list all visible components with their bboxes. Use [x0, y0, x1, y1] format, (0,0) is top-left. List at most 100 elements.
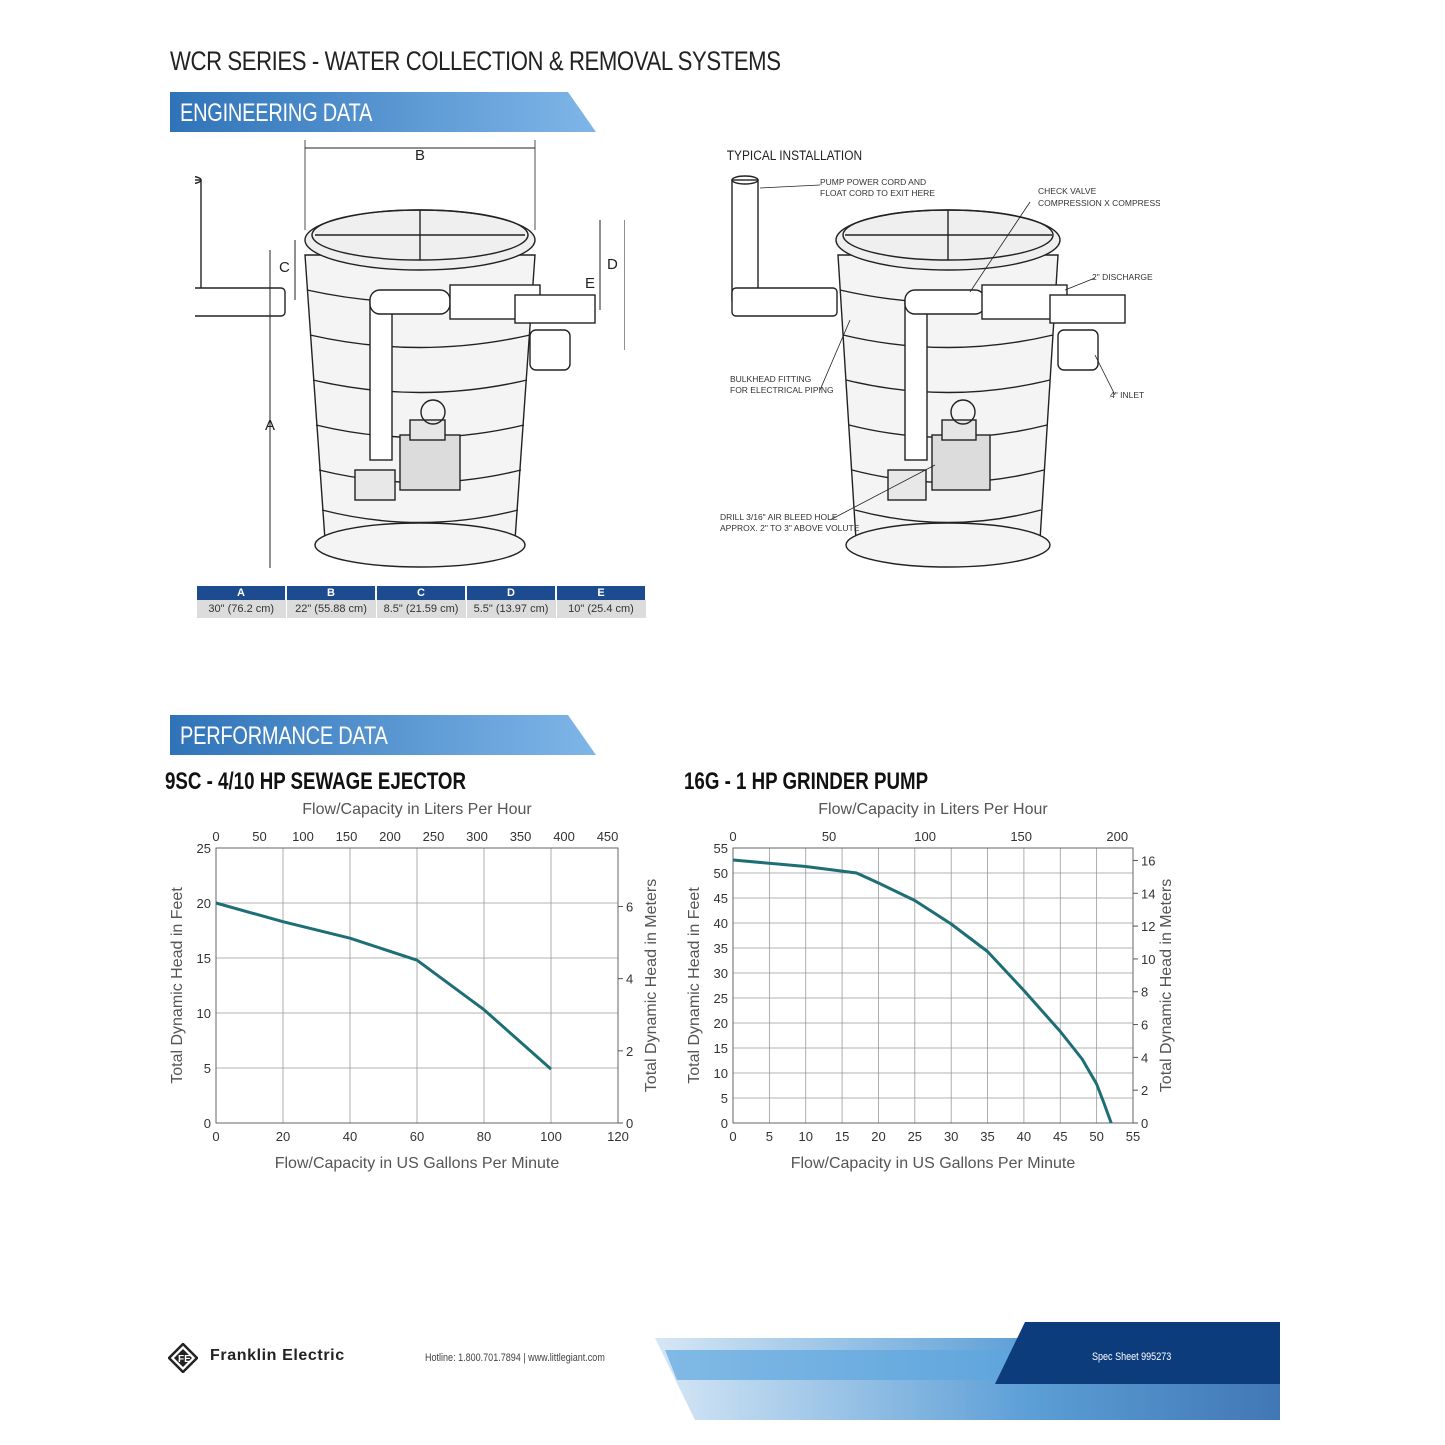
y2-tick-label: 8	[1141, 985, 1148, 1000]
plot-frame	[215, 847, 619, 1124]
dimension-value-e: 10" (25.4 cm)	[556, 600, 647, 618]
y2-tick-label: 6	[1141, 1018, 1148, 1033]
y-tick-label: 35	[714, 941, 728, 956]
callout-bulkhead-2: FOR ELECTRICAL PIPING	[730, 385, 834, 395]
x-tick-label: 100	[540, 1129, 562, 1144]
typical-installation-title: TYPICAL INSTALLATION	[727, 147, 862, 163]
dimension-value-b: 22" (55.88 cm)	[286, 600, 377, 618]
x-axis-title: Flow/Capacity in US Gallons Per Minute	[791, 1155, 1076, 1172]
x-tick-label: 0	[729, 1129, 736, 1144]
page-title: WCR SERIES - WATER COLLECTION & REMOVAL …	[170, 46, 781, 76]
hotline-text: Hotline: 1.800.701.7894 | www.littlegian…	[425, 1352, 605, 1364]
dimension-value-a: 30" (76.2 cm)	[197, 600, 287, 618]
dimension-header-e: E	[556, 586, 647, 600]
callout-bulkhead-1: BULKHEAD FITTING	[730, 374, 811, 384]
y-tick-label: 50	[714, 866, 728, 881]
x2-tick-label: 200	[1106, 829, 1128, 844]
y2-axis-title: Total Dynamic Head in Meters	[643, 879, 660, 1092]
y2-tick-label: 10	[1141, 952, 1155, 967]
dim-label-c: C	[279, 259, 290, 276]
x2-tick-label: 300	[466, 829, 488, 844]
y-tick-label: 20	[714, 1016, 728, 1031]
x2-tick-label: 250	[423, 829, 445, 844]
x-tick-label: 20	[871, 1129, 885, 1144]
y2-tick-label: 4	[626, 972, 633, 987]
x-tick-label: 5	[766, 1129, 773, 1144]
dimension-value-c: 8.5" (21.59 cm)	[376, 600, 467, 618]
x2-tick-label: 350	[510, 829, 532, 844]
engineering-data-heading: ENGINEERING DATA	[180, 99, 373, 127]
x-tick-label: 55	[1126, 1129, 1140, 1144]
x-tick-label: 120	[607, 1129, 629, 1144]
y-tick-label: 30	[714, 966, 728, 981]
y-tick-label: 45	[714, 891, 728, 906]
x-tick-label: 30	[944, 1129, 958, 1144]
y-tick-label: 40	[714, 916, 728, 931]
y-tick-label: 5	[721, 1091, 728, 1106]
callout-check-valve-2: COMPRESSION X COMPRESSION	[1038, 198, 1160, 208]
performance-curve	[732, 858, 1113, 1124]
y-tick-label: 15	[197, 951, 211, 966]
y2-tick-label: 16	[1141, 853, 1155, 868]
y-tick-label: 0	[204, 1116, 211, 1131]
dimension-table-value-row: 30" (76.2 cm) 22" (55.88 cm) 8.5" (21.59…	[197, 600, 647, 618]
x2-tick-label: 0	[212, 829, 219, 844]
basin-dimension-diagram: B A C D E	[195, 140, 625, 568]
callout-drill-2: APPROX. 2" TO 3" ABOVE VOLUTE	[720, 523, 860, 533]
y2-tick-label: 6	[626, 899, 633, 914]
x-tick-label: 40	[1017, 1129, 1031, 1144]
dimension-table-header-row: A B C D E	[197, 586, 647, 600]
y2-tick-label: 0	[626, 1116, 633, 1131]
x2-tick-label: 450	[597, 829, 619, 844]
dimension-header-c: C	[376, 586, 467, 600]
y2-axis-title: Total Dynamic Head in Meters	[1158, 879, 1175, 1092]
callout-power-cord-2: FLOAT CORD TO EXIT HERE	[820, 188, 935, 198]
y2-tick-label: 14	[1141, 886, 1155, 901]
plot-frame	[732, 847, 1134, 1124]
performance-data-heading: PERFORMANCE DATA	[180, 722, 388, 750]
x-axis-title: Flow/Capacity in US Gallons Per Minute	[275, 1155, 560, 1172]
dim-label-d: D	[607, 256, 618, 273]
x2-tick-label: 0	[729, 829, 736, 844]
x2-tick-label: 100	[292, 829, 314, 844]
y-axis-title: Total Dynamic Head in Feet	[686, 887, 703, 1084]
y2-tick-label: 4	[1141, 1050, 1148, 1065]
x2-tick-label: 50	[822, 829, 836, 844]
dimension-header-d: D	[466, 586, 557, 600]
x-tick-label: 20	[276, 1129, 290, 1144]
banner-shape	[170, 92, 596, 132]
y-tick-label: 10	[197, 1006, 211, 1021]
franklin-electric-logo-icon: FE	[168, 1343, 198, 1373]
x-tick-label: 60	[410, 1129, 424, 1144]
chart-title-grinder-pump: 16G - 1 HP GRINDER PUMP	[684, 768, 929, 795]
x-tick-label: 80	[477, 1129, 491, 1144]
spec-sheet-number: Spec Sheet 995273	[1092, 1351, 1172, 1363]
callout-inlet: 4" INLET	[1110, 390, 1144, 400]
x-tick-label: 10	[798, 1129, 812, 1144]
banner-shape	[170, 715, 596, 755]
x2-tick-label: 100	[914, 829, 936, 844]
dim-label-b: B	[415, 147, 425, 164]
x2-tick-label: 150	[1010, 829, 1032, 844]
callout-drill-1: DRILL 3/16" AIR BLEED HOLE	[720, 512, 838, 522]
y-tick-label: 0	[721, 1116, 728, 1131]
y-tick-label: 25	[197, 841, 211, 856]
callout-check-valve-1: CHECK VALVE	[1038, 186, 1097, 196]
y-tick-label: 55	[714, 841, 728, 856]
typical-installation-diagram: TYPICAL INSTALLATION PUMP POWER COR	[720, 147, 1160, 568]
engineering-data-banner: ENGINEERING DATA	[170, 92, 596, 132]
y2-tick-label: 12	[1141, 919, 1155, 934]
x-tick-label: 50	[1089, 1129, 1103, 1144]
y-tick-label: 10	[714, 1066, 728, 1081]
x2-tick-label: 400	[553, 829, 575, 844]
performance-data-banner: PERFORMANCE DATA	[170, 715, 596, 755]
dimension-value-d: 5.5" (13.97 cm)	[466, 600, 557, 618]
x2-tick-label: 50	[252, 829, 266, 844]
y-tick-label: 5	[204, 1061, 211, 1076]
x2-tick-label: 150	[336, 829, 358, 844]
performance-curve	[215, 901, 552, 1071]
chart-title-sewage-ejector: 9SC - 4/10 HP SEWAGE EJECTOR	[165, 768, 467, 795]
